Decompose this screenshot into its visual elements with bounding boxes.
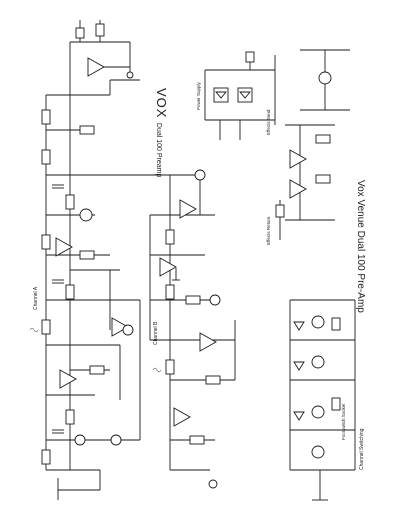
schematic-heading: VOX Dual 100 Preamp [152, 88, 170, 177]
label-effects-send: Effects Send [266, 109, 271, 135]
schematic-caption: Vox Venue Dual 100 Pre-Amp [353, 180, 371, 313]
caption-text: Vox Venue Dual 100 Pre-Amp [355, 180, 366, 313]
label-power-supply: Power Supply [196, 81, 201, 110]
label-channel-switching: Channel Switching [359, 428, 365, 470]
effects-loop-section [275, 49, 350, 240]
label-channel-b: Channel B [153, 321, 159, 345]
label-channel-a: Channel A [33, 286, 39, 310]
left-signal-chain [41, 57, 200, 500]
channel-switching-section [289, 299, 356, 501]
heading-brand: VOX [154, 88, 169, 119]
label-footswitch-socket: Footswitch Socket [341, 403, 346, 440]
handwritten-notes: Channel A Channel B Channel Switching Fo… [29, 81, 365, 470]
power-supply-section [204, 51, 276, 140]
channel-b-section [149, 169, 236, 489]
heading-model: Dual 100 Preamp [155, 122, 162, 178]
output-section [69, 20, 140, 95]
label-effects-return: Effects Return [266, 216, 271, 245]
